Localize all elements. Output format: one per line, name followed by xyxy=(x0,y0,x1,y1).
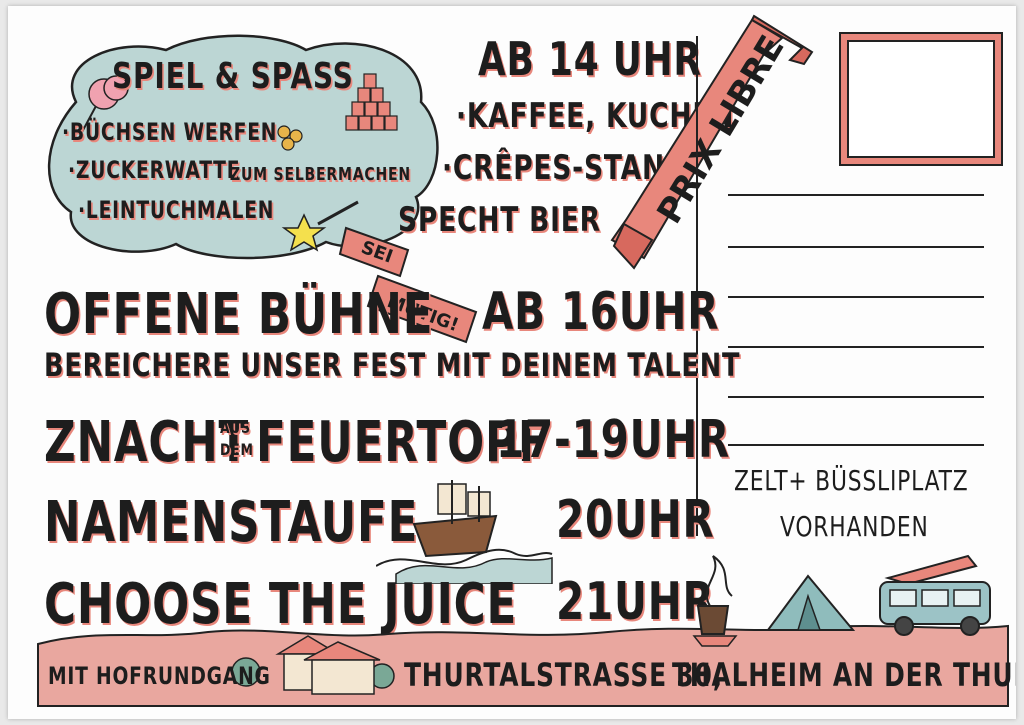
camper-van-icon xyxy=(879,554,991,636)
tent-icon xyxy=(766,574,856,631)
fun-item-cans: ·BÜCHSEN WERFEN xyxy=(62,118,278,146)
camping-line-2: VORHANDEN xyxy=(780,510,929,543)
juice-title: CHOOSE THE JUICE xyxy=(44,572,518,637)
address-line xyxy=(728,444,984,446)
fun-item-sheet-painting: ·LEINTUCHMALEN xyxy=(78,196,275,224)
stage-time: AB 16UHR xyxy=(482,282,720,342)
afternoon-item-crepes: ·CRÊPES-STAND xyxy=(442,148,688,188)
landscape xyxy=(37,554,1009,707)
address-line xyxy=(728,194,984,196)
can-pyramid-icon xyxy=(345,73,398,131)
footer-town: THALHEIM AN DER THUR xyxy=(672,656,1016,694)
dinner-title-a: ZNACHT xyxy=(44,410,250,475)
campfire-icon xyxy=(692,555,738,647)
prix-libre-text: PRIX LIBRE xyxy=(649,29,792,231)
footer-tour: MIT HOFRUNDGANG xyxy=(48,662,271,690)
cotton-candy-icon xyxy=(81,75,129,133)
ship-icon xyxy=(376,480,553,584)
dinner-small-1: AUS xyxy=(220,418,251,437)
stage-subtitle: BEREICHERE UNSER FEST MIT DEINEM TALENT xyxy=(44,346,741,384)
magic-wand-icon xyxy=(281,200,359,252)
naming-title: NAMENSTAUFE xyxy=(44,490,419,555)
dinner-time: 17-19UHR xyxy=(496,410,731,470)
afternoon-item-beer: SPECHT BIER xyxy=(398,200,601,240)
fun-cloud xyxy=(47,34,439,260)
dinner-small-2: DEM xyxy=(220,440,254,459)
address-line xyxy=(728,396,984,398)
fun-item-cotton-candy: ·ZUCKERWATTE xyxy=(68,156,241,184)
balls-icon xyxy=(277,125,303,151)
fun-title: SPIEL & SPASS xyxy=(112,56,354,97)
prix-libre-banner: PRIX LIBRE xyxy=(610,14,814,270)
card-divider xyxy=(696,36,698,536)
address-line xyxy=(728,296,984,298)
fun-item-cotton-candy-suffix: ZUM SELBERMACHEN xyxy=(230,164,411,185)
stage-title: OFFENE BÜHNE xyxy=(44,282,434,347)
dinner-title-b: FEUERTOPF xyxy=(256,410,549,475)
footer-address: THURTALSTRASSE 30, xyxy=(404,656,723,694)
sei-mutig-tag: SEI MUTIG! xyxy=(338,226,478,344)
naming-time: 20UHR xyxy=(556,490,715,550)
postcard: SPIEL & SPASS ·BÜCHSEN WERFEN ·ZUCKERWAT… xyxy=(8,6,1016,719)
address-line xyxy=(728,346,984,348)
afternoon-time: AB 14 UHR xyxy=(478,32,702,86)
camping-line-1: ZELT+ BÜSSLIPLATZ xyxy=(734,464,969,497)
stamp-box xyxy=(841,34,1001,164)
juice-time: 21UHR xyxy=(556,572,715,632)
address-line xyxy=(728,246,984,248)
farmhouse-icon xyxy=(231,635,395,695)
